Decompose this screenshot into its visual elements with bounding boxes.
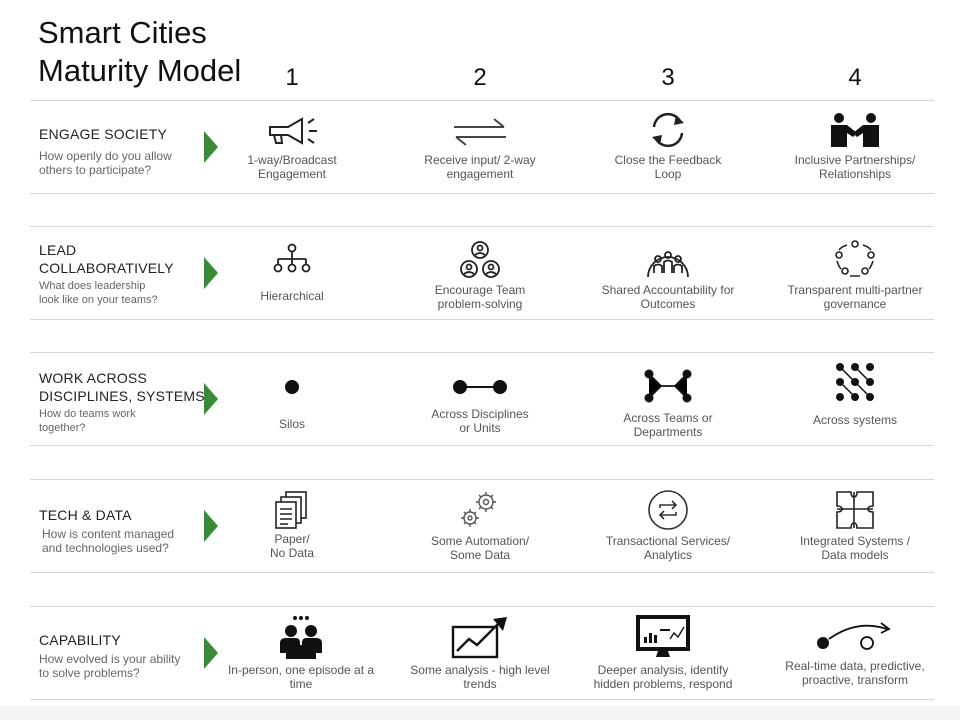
monitor-dashboard-icon <box>636 615 690 657</box>
single-dot-icon <box>285 380 299 394</box>
group-arch-icon <box>647 251 689 278</box>
green-arrow-icon <box>204 383 218 415</box>
team-circles-icon <box>460 241 500 278</box>
cell-work-1: Silos <box>207 377 377 431</box>
level-1: 1 <box>285 64 299 91</box>
org-chart-icon <box>273 243 311 273</box>
cell-tech-2: Some Automation/Some Data <box>395 490 565 562</box>
row-heading: CAPABILITY <box>39 632 121 648</box>
megaphone-icon <box>269 117 317 145</box>
trajectory-icon <box>817 622 891 650</box>
trend-chart-icon <box>451 617 507 659</box>
cell-capability-4: Real-time data, predictive,proactive, tr… <box>770 617 940 687</box>
row-heading: TECH & DATA <box>39 507 132 523</box>
level-3: 3 <box>661 64 675 91</box>
handshake-icon <box>831 113 879 147</box>
green-arrow-icon <box>204 131 218 163</box>
level-2: 2 <box>473 64 487 91</box>
paper-stack-icon <box>275 491 307 529</box>
puzzle-icon <box>836 491 874 529</box>
connected-dots-icon <box>453 380 507 394</box>
cell-lead-1: Hierarchical <box>207 243 377 303</box>
maturity-levels: 1 2 3 4 <box>0 64 960 94</box>
cell-work-4: Across systems <box>770 361 940 427</box>
meeting-icon <box>280 616 322 659</box>
circular-exchange-icon <box>648 490 688 530</box>
cell-tech-1: Paper/No Data <box>207 490 377 560</box>
row-heading: ENGAGE SOCIETY <box>39 126 168 142</box>
page-title: Smart Cities Maturity Model <box>38 14 241 90</box>
title-line-2: Maturity Model <box>38 53 242 88</box>
green-arrow-icon <box>204 257 218 289</box>
two-way-arrows-icon <box>454 118 506 146</box>
title-line-1: Smart Cities <box>38 15 207 50</box>
green-arrow-icon <box>204 637 218 669</box>
grid-network-icon <box>836 363 874 401</box>
refresh-cycle-icon <box>652 112 684 148</box>
network-nodes-icon <box>644 369 692 403</box>
cell-tech-4: Integrated Systems /Data models <box>770 488 940 562</box>
bottom-border <box>0 706 960 720</box>
level-4: 4 <box>848 64 862 91</box>
people-circle-icon <box>835 240 875 277</box>
cell-tech-3: Transactional Services/Analytics <box>583 488 753 562</box>
gears-icon <box>461 492 496 527</box>
cell-engage-4: Inclusive Partnerships/Relationships <box>770 111 940 181</box>
green-arrow-icon <box>204 510 218 542</box>
